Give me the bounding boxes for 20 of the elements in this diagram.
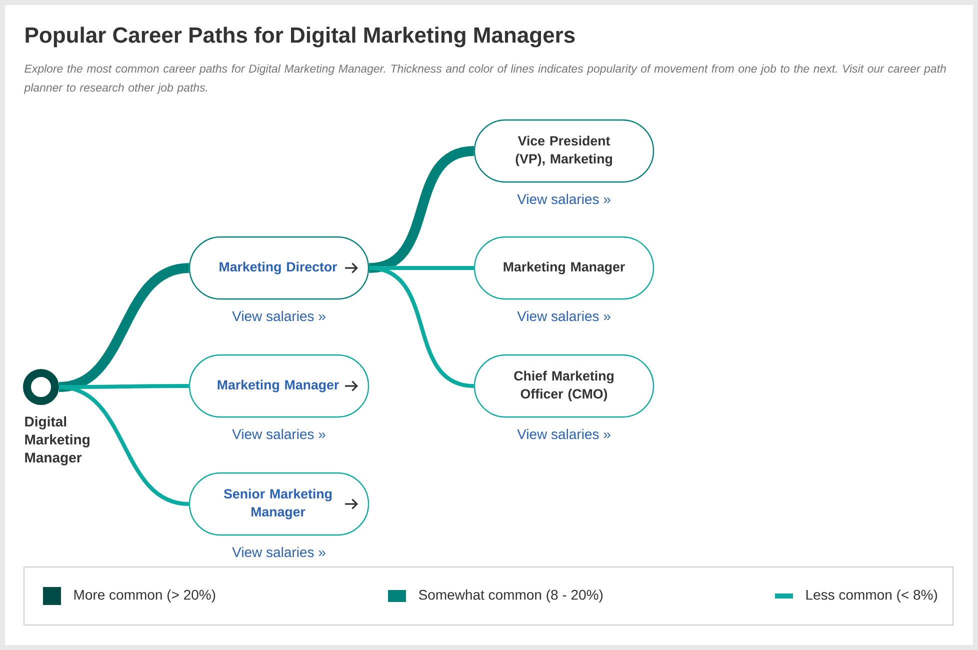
legend-label: Less common (< 8%)	[806, 590, 938, 603]
job-box: Chief Marketing Officer (CMO)	[474, 354, 654, 418]
view-salaries-link: View salaries »	[517, 428, 610, 440]
job-box: Vice President (VP), Marketing	[474, 119, 654, 183]
view-salaries-link: View salaries »	[232, 310, 326, 322]
job-box: Marketing Director	[188, 236, 370, 300]
caption: Explore the most common career paths for Digital Marketing Manager. Thickness and color of lines indicates popularity of movement from one job to the next. Visit our career path planner to research other job paths.	[24, 64, 946, 94]
job-box: Marketing Manager	[474, 236, 654, 300]
legend-label: Somewhat common (8 - 20%)	[418, 590, 603, 603]
view-salaries-link: View salaries »	[517, 310, 610, 322]
view-salaries-link: View salaries »	[517, 194, 610, 204]
view-salaries-link: View salaries »	[232, 428, 326, 440]
job-box: Marketing Manager	[188, 354, 370, 418]
legend-label: More common (> 20%)	[74, 590, 216, 603]
career-path-line	[58, 263, 190, 392]
job-box: Senior Marketing Manager	[188, 472, 370, 536]
career-path-line	[58, 385, 190, 506]
career-path-line	[368, 266, 474, 388]
view-salaries-link: View salaries »	[232, 546, 326, 558]
title: Popular Career Paths for Digital Marketing Managers	[26, 26, 575, 48]
